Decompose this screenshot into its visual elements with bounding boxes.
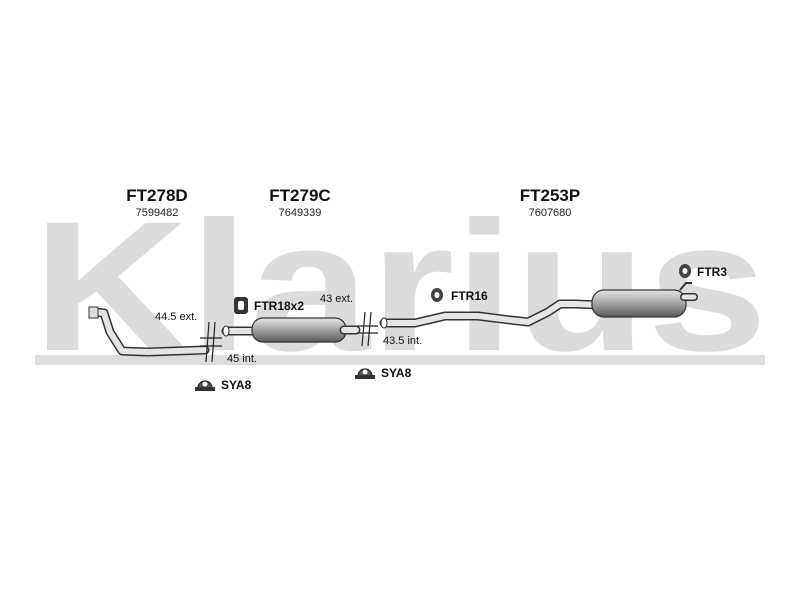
joint-marker-left <box>200 321 222 363</box>
centre-silencer <box>221 317 361 343</box>
part-code-ft279c: FT279C <box>269 186 331 205</box>
dimension-43-5-int: 43.5 int. <box>383 335 423 347</box>
rear-silencer-assembly <box>379 282 698 329</box>
joint-marker-right <box>357 311 378 347</box>
clamp-icon <box>195 380 215 391</box>
part-number-7649339: 7649339 <box>278 207 322 219</box>
front-pipe <box>88 306 210 357</box>
accessory-label-ftr16: FTR16 <box>451 289 488 303</box>
dimension-45-int: 45 int. <box>227 353 257 365</box>
accessory-label-ftr3: FTR3 <box>697 265 727 279</box>
part-code-ft278d: FT278D <box>126 186 188 205</box>
accessory-label-sya8-right: SYA8 <box>381 366 412 380</box>
dimension-44-5-ext: 44.5 ext. <box>155 311 198 323</box>
part-number-7607680: 7607680 <box>528 207 572 219</box>
accessory-label-sya8-left: SYA8 <box>221 378 252 392</box>
part-code-ft253p: FT253P <box>519 186 581 205</box>
clamp-icon <box>355 368 375 379</box>
rubber-ring-icon <box>679 264 691 278</box>
rubber-mount-icon <box>234 297 248 314</box>
accessory-label-ftr18x2: FTR18x2 <box>254 299 305 313</box>
dimension-43-ext: 43 ext. <box>320 293 354 305</box>
rubber-ring-icon <box>431 288 443 302</box>
part-number-7599482: 7599482 <box>135 207 179 219</box>
